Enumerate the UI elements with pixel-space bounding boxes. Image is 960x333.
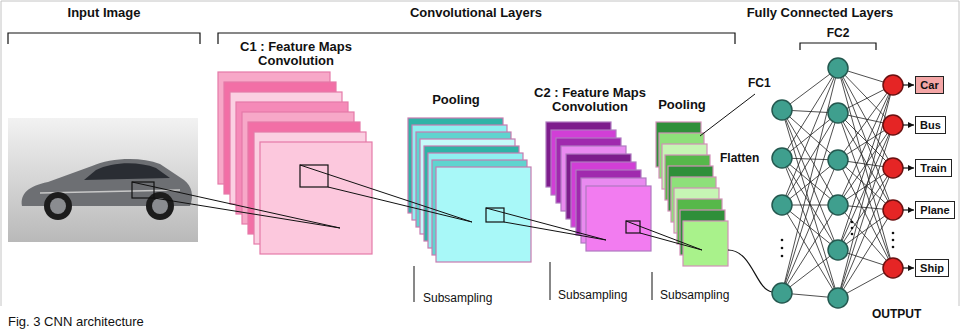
neuron [828, 288, 848, 308]
ellipsis-dot [892, 239, 895, 242]
input-car-photo [8, 118, 198, 242]
class-box: Ship [915, 259, 949, 277]
output-arrow [903, 167, 914, 168]
group-bracket [800, 43, 876, 50]
projection-line [626, 221, 702, 250]
layer-label: Flatten [720, 151, 759, 165]
ellipsis-dot [851, 233, 854, 236]
output-arrow [903, 267, 914, 268]
neuron [772, 283, 792, 303]
output-arrow [903, 209, 914, 210]
class-box: Train [915, 159, 952, 177]
ellipsis-dot [892, 246, 895, 249]
projection-line [640, 233, 702, 250]
neuron [883, 75, 903, 95]
projection-line [486, 208, 606, 240]
layer-label: FC1 [748, 76, 771, 90]
car-wheel [146, 192, 174, 220]
car-rim [152, 198, 168, 214]
ellipsis-dot [892, 232, 895, 235]
figure-caption: Fig. 3 CNN architecture [8, 314, 144, 329]
section-heading: Convolutional Layers [410, 6, 542, 20]
group-bracket [8, 33, 200, 44]
feature-maps [132, 72, 772, 302]
neuron [772, 148, 792, 168]
neuron [828, 195, 848, 215]
weight-line [782, 160, 838, 205]
photo-background [8, 118, 198, 242]
class-box: Car [915, 76, 944, 94]
class-name: Plane [920, 204, 949, 216]
neuron [828, 58, 848, 78]
leader-line [700, 94, 755, 136]
output-label: OUTPUT [872, 307, 921, 321]
neuron [772, 100, 792, 120]
neuron [828, 240, 848, 260]
operation-label: Subsampling [660, 288, 729, 302]
tick-line [414, 266, 415, 302]
ellipsis-dot [781, 239, 784, 242]
ellipsis-dot [781, 247, 784, 250]
layer-label: FC2 [827, 26, 850, 40]
projection-line [328, 187, 472, 222]
car-window [84, 163, 170, 180]
ellipsis-dot [851, 221, 854, 224]
receptive-field [300, 165, 328, 187]
car-rim [50, 198, 66, 214]
output-arrow [903, 84, 914, 85]
weight-line [782, 68, 838, 205]
projection-line [154, 198, 340, 228]
operation-label: Subsampling [558, 288, 627, 302]
section-heading: Input Image [68, 6, 141, 20]
neuron [772, 195, 792, 215]
tick-line [550, 262, 551, 300]
tick-line [652, 272, 653, 300]
layer-label: Pooling [658, 98, 706, 112]
class-box: Plane [915, 201, 955, 219]
feature-map [586, 186, 651, 251]
operation-label: Subsampling [423, 291, 492, 305]
ellipsis-dot [851, 227, 854, 230]
dense-network [772, 58, 914, 308]
weight-line [782, 68, 838, 293]
figure-frame [1, 1, 959, 306]
neuron [883, 200, 903, 220]
feature-map [683, 221, 728, 266]
neuron [883, 258, 903, 278]
section-heading: Fully Connected Layers [747, 6, 894, 20]
neuron [828, 150, 848, 170]
neuron [883, 115, 903, 135]
weight-line [838, 168, 893, 298]
neuron [883, 158, 903, 178]
layer-label: Pooling [432, 93, 480, 107]
neuron [828, 103, 848, 123]
class-name: Ship [920, 262, 944, 274]
projection-line [504, 222, 606, 240]
class-box: Bus [915, 116, 946, 134]
receptive-field [626, 221, 640, 233]
layer-label: C2 : Feature Maps Convolution [524, 86, 656, 114]
layer-label: C1 : Feature Maps Convolution [230, 40, 362, 68]
class-name: Train [920, 162, 946, 174]
feature-map [260, 142, 372, 254]
weight-line [782, 160, 838, 293]
class-name: Bus [920, 119, 941, 131]
car-wheel [44, 192, 72, 220]
projection-line [300, 165, 472, 222]
class-name: Car [920, 79, 938, 91]
ellipsis-dot [781, 255, 784, 258]
output-arrow [903, 124, 914, 125]
flatten-line [728, 250, 772, 292]
projection-line [132, 182, 340, 228]
